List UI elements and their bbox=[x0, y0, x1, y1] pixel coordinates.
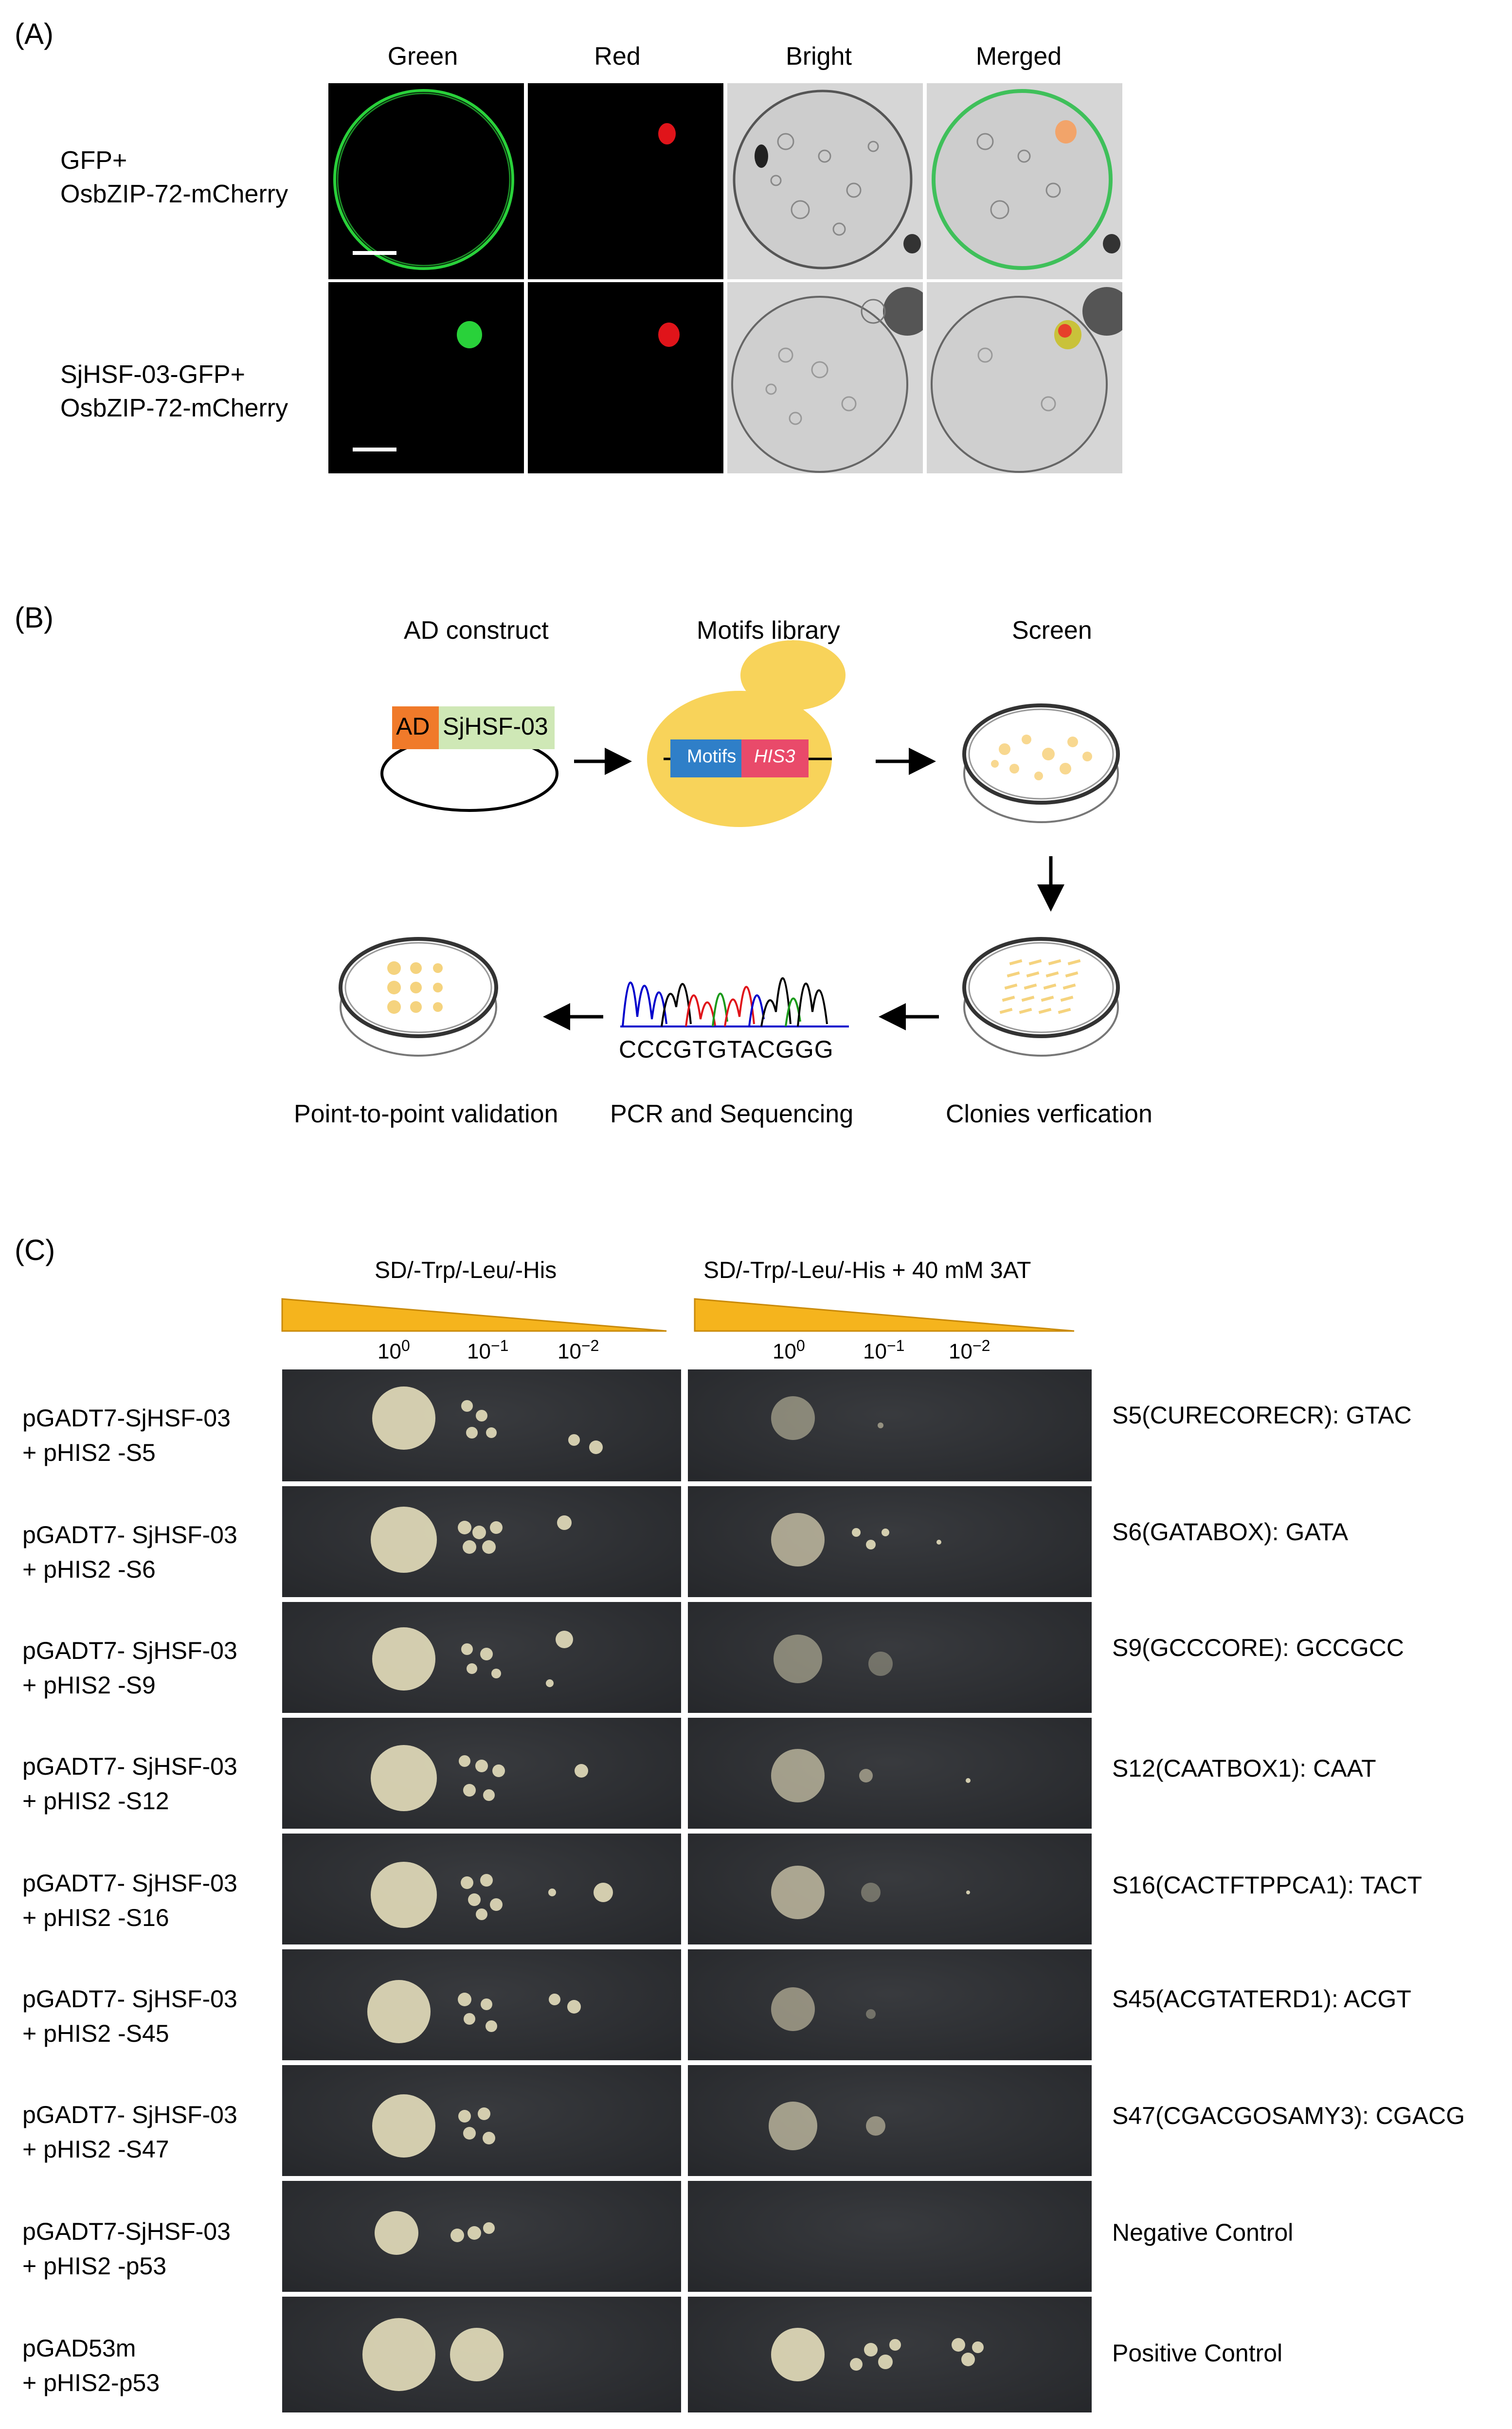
plate-strip-right bbox=[688, 1602, 1092, 1713]
plate-strip-right bbox=[688, 1949, 1092, 2060]
step-ad-construct: AD construct bbox=[404, 616, 549, 645]
ad-tag-label: AD bbox=[396, 713, 430, 740]
medium-label-right: SD/-Trp/-Leu/-His + 40 mM 3AT bbox=[703, 1258, 1031, 1283]
ad-domain-box bbox=[392, 706, 439, 749]
dilution-label: 100 bbox=[378, 1337, 410, 1364]
step-screen: Screen bbox=[1012, 616, 1092, 645]
dilution-label: 10−1 bbox=[863, 1337, 905, 1364]
plate-strip-left bbox=[282, 2181, 681, 2292]
column-header-red: Red bbox=[594, 42, 641, 71]
column-header-merged: Merged bbox=[975, 42, 1062, 71]
his3-label: HIS3 bbox=[754, 746, 795, 767]
plate-strip-left bbox=[282, 2065, 681, 2176]
strain-label-positive: pGAD53m+ pHIS2-p53 bbox=[22, 2335, 160, 2396]
scale-bar bbox=[353, 251, 396, 255]
dilution-label: 10−2 bbox=[949, 1337, 990, 1364]
micrograph-green-sjhsf bbox=[328, 282, 524, 473]
positive-control-label: Positive Control bbox=[1112, 2339, 1283, 2367]
plate-strip-right bbox=[688, 2297, 1092, 2412]
plate-strip-right bbox=[688, 1369, 1092, 1481]
micrograph-red-sjhsf bbox=[528, 282, 723, 473]
strain-label-s9: pGADT7- SjHSF-03+ pHIS2 -S9 bbox=[22, 1637, 237, 1699]
step-motifs-library: Motifs library bbox=[697, 616, 840, 645]
sequence-text: CCCGTGTACGGG bbox=[619, 1036, 834, 1063]
plate-strip-right bbox=[688, 1486, 1092, 1597]
plate-strip-left bbox=[282, 1486, 681, 1597]
plate-strip-left bbox=[282, 1834, 681, 1944]
step-point-validation: Point-to-point validation bbox=[294, 1100, 558, 1128]
motif-label-s6: S6(GATABOX): GATA bbox=[1112, 1518, 1349, 1546]
strain-label-s5: pGADT7-SjHSF-03+ pHIS2 -S5 bbox=[22, 1404, 231, 1466]
step-pcr-sequencing: PCR and Sequencing bbox=[610, 1100, 854, 1128]
motif-label-s12: S12(CAATBOX1): CAAT bbox=[1112, 1755, 1376, 1782]
micrograph-bright-gfp bbox=[727, 83, 923, 279]
sjhsf-gene-box bbox=[439, 706, 555, 749]
strain-label-s12: pGADT7- SjHSF-03+ pHIS2 -S12 bbox=[22, 1753, 237, 1815]
sjhsf-gene-label: SjHSF-03 bbox=[443, 713, 548, 740]
row-label-gfp: GFP+ OsbZIP-72-mCherry bbox=[60, 144, 288, 211]
sequencing-chromatogram bbox=[620, 977, 849, 1027]
plate-strip-left bbox=[282, 1718, 681, 1829]
scale-bar bbox=[353, 448, 396, 451]
dilution-triangle-right bbox=[694, 1298, 1075, 1332]
plate-strip-right bbox=[688, 1718, 1092, 1829]
panel-a-letter: (A) bbox=[15, 18, 54, 50]
clonies-petri-dish-icon bbox=[962, 937, 1120, 1057]
motif-label-s47: S47(CGACGOSAMY3): CGACG bbox=[1112, 2102, 1465, 2129]
dilution-triangle-left bbox=[281, 1298, 667, 1332]
screen-petri-dish-icon bbox=[962, 703, 1120, 823]
validation-petri-dish-icon bbox=[339, 937, 498, 1057]
micrograph-red-gfp bbox=[528, 83, 723, 279]
dilution-label: 10−2 bbox=[558, 1337, 599, 1364]
row-label-sjhsf-gfp: SjHSF-03-GFP+ OsbZIP-72-mCherry bbox=[60, 358, 288, 425]
dilution-label: 100 bbox=[773, 1337, 805, 1364]
panel-c-letter: (C) bbox=[15, 1234, 55, 1266]
motif-label-s5: S5(CURECORECR): GTAC bbox=[1112, 1402, 1412, 1429]
row-label-line2: OsbZIP-72-mCherry bbox=[60, 180, 288, 208]
column-header-bright: Bright bbox=[786, 42, 852, 71]
plate-strip-right bbox=[688, 2065, 1092, 2176]
step-clonies-verification: Clonies verfication bbox=[946, 1100, 1152, 1128]
medium-label-left: SD/-Trp/-Leu/-His bbox=[375, 1258, 557, 1283]
panel-b-letter: (B) bbox=[15, 601, 54, 634]
motif-label-s45: S45(ACGTATERD1): ACGT bbox=[1112, 1985, 1411, 2013]
micrograph-merged-sjhsf bbox=[927, 282, 1122, 473]
strain-label-s47: pGADT7- SjHSF-03+ pHIS2 -S47 bbox=[22, 2101, 237, 2163]
motif-label-s16: S16(CACTFTPPCA1): TACT bbox=[1112, 1871, 1422, 1899]
row-label-line2: OsbZIP-72-mCherry bbox=[60, 394, 288, 422]
micrograph-merged-gfp bbox=[927, 83, 1122, 279]
workflow-arrows bbox=[543, 748, 1064, 1030]
motif-label-s9: S9(GCCCORE): GCCGCC bbox=[1112, 1634, 1404, 1661]
plate-strip-left bbox=[282, 1369, 681, 1481]
strain-label-negative: pGADT7-SjHSF-03+ pHIS2 -p53 bbox=[22, 2218, 231, 2280]
micrograph-bright-sjhsf bbox=[727, 282, 923, 473]
negative-control-label: Negative Control bbox=[1112, 2219, 1294, 2246]
column-header-green: Green bbox=[387, 42, 458, 71]
plate-strip-right bbox=[688, 1834, 1092, 1944]
row-label-line1: SjHSF-03-GFP+ bbox=[60, 360, 245, 389]
strain-label-s6: pGADT7- SjHSF-03+ pHIS2 -S6 bbox=[22, 1521, 237, 1583]
dilution-label: 10−1 bbox=[467, 1337, 509, 1364]
row-label-line1: GFP+ bbox=[60, 146, 127, 175]
plate-strip-right bbox=[688, 2181, 1092, 2292]
motifs-label: Motifs bbox=[687, 746, 737, 767]
strain-label-s45: pGADT7- SjHSF-03+ pHIS2 -S45 bbox=[22, 1985, 237, 2047]
micrograph-green-gfp bbox=[328, 83, 524, 279]
strain-label-s16: pGADT7- SjHSF-03+ pHIS2 -S16 bbox=[22, 1870, 237, 1931]
yeast-cell-icon bbox=[647, 640, 846, 827]
